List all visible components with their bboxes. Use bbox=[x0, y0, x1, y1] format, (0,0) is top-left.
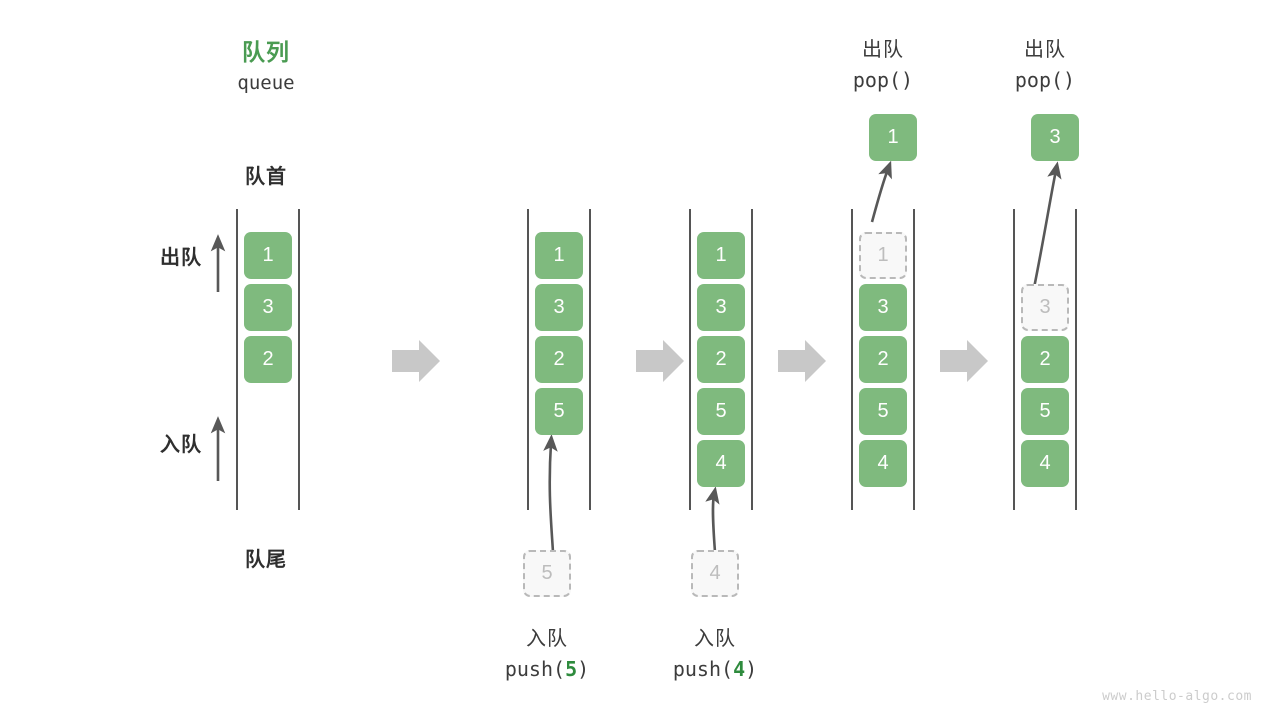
queue-cell: 3 bbox=[859, 284, 907, 331]
rail-right bbox=[1075, 209, 1077, 510]
rail-left bbox=[527, 209, 529, 510]
queue-cell: 1 bbox=[535, 232, 583, 279]
queue-cell: 3 bbox=[535, 284, 583, 331]
queue-cell: 2 bbox=[244, 336, 292, 383]
step-arrow-4 bbox=[940, 340, 988, 382]
queue-cell: 1 bbox=[697, 232, 745, 279]
pop-label-cn-1: 出队 bbox=[862, 39, 904, 61]
push-label-cn-4: 入队 bbox=[694, 628, 736, 650]
queue-cell: 4 bbox=[697, 440, 745, 487]
queue-stage-popping-1: 1 3 2 5 4 bbox=[851, 209, 916, 510]
push-ghost-cell-4: 4 bbox=[691, 550, 739, 597]
push-ghost-cell-5: 5 bbox=[523, 550, 571, 597]
queue-cell: 1 bbox=[244, 232, 292, 279]
popped-cell-2: 3 bbox=[1031, 114, 1079, 161]
push-fn-name: push( bbox=[504, 657, 566, 681]
pop-label-cn-2: 出队 bbox=[1024, 39, 1066, 61]
push-call-4: push(4) bbox=[641, 657, 789, 681]
rail-right bbox=[913, 209, 915, 510]
rail-right bbox=[751, 209, 753, 510]
push-arg: 5 bbox=[565, 657, 578, 681]
queue-cell: 5 bbox=[1021, 388, 1069, 435]
dequeue-direction-label: 出队 bbox=[160, 247, 202, 269]
queue-cell: 5 bbox=[535, 388, 583, 435]
page-title-en: queue bbox=[237, 72, 295, 94]
popped-cell-1: 1 bbox=[869, 114, 917, 161]
queue-stage-after-push-4: 1 3 2 5 4 bbox=[689, 209, 754, 510]
rear-label: 队尾 bbox=[245, 549, 287, 571]
push-fn-close: ) bbox=[577, 657, 590, 681]
push-fn-name: push( bbox=[672, 657, 734, 681]
queue-stage-popping-3: 3 2 5 4 bbox=[1013, 209, 1078, 510]
front-label: 队首 bbox=[245, 166, 287, 188]
queue-cell: 5 bbox=[697, 388, 745, 435]
push-arg: 4 bbox=[733, 657, 746, 681]
pop-call-2: pop() bbox=[1014, 68, 1076, 92]
queue-stage-initial: 1 3 2 bbox=[236, 209, 301, 510]
rail-left bbox=[851, 209, 853, 510]
site-watermark: www.hello-algo.com bbox=[1102, 689, 1252, 704]
queue-cell: 3 bbox=[244, 284, 292, 331]
queue-cell: 5 bbox=[859, 388, 907, 435]
rail-left bbox=[1013, 209, 1015, 510]
queue-cell: 2 bbox=[859, 336, 907, 383]
page-title: 队列 bbox=[242, 39, 290, 65]
push-label-cn-5: 入队 bbox=[526, 628, 568, 650]
rail-right bbox=[298, 209, 300, 510]
queue-cell: 4 bbox=[859, 440, 907, 487]
queue-cell: 3 bbox=[697, 284, 745, 331]
queue-cell-ghost: 3 bbox=[1021, 284, 1069, 331]
step-arrow-3 bbox=[778, 340, 826, 382]
push-call-5: push(5) bbox=[473, 657, 621, 681]
push-fn-close: ) bbox=[745, 657, 758, 681]
queue-cell: 2 bbox=[697, 336, 745, 383]
queue-cell-ghost: 1 bbox=[859, 232, 907, 279]
queue-cell: 4 bbox=[1021, 440, 1069, 487]
enqueue-direction-label: 入队 bbox=[160, 434, 202, 456]
pop-call-1: pop() bbox=[852, 68, 914, 92]
rail-left bbox=[689, 209, 691, 510]
step-arrow-1 bbox=[392, 340, 440, 382]
queue-cell: 2 bbox=[535, 336, 583, 383]
rail-left bbox=[236, 209, 238, 510]
step-arrow-2 bbox=[636, 340, 684, 382]
rail-right bbox=[589, 209, 591, 510]
queue-stage-after-push-5: 1 3 2 5 bbox=[527, 209, 592, 510]
queue-cell: 2 bbox=[1021, 336, 1069, 383]
